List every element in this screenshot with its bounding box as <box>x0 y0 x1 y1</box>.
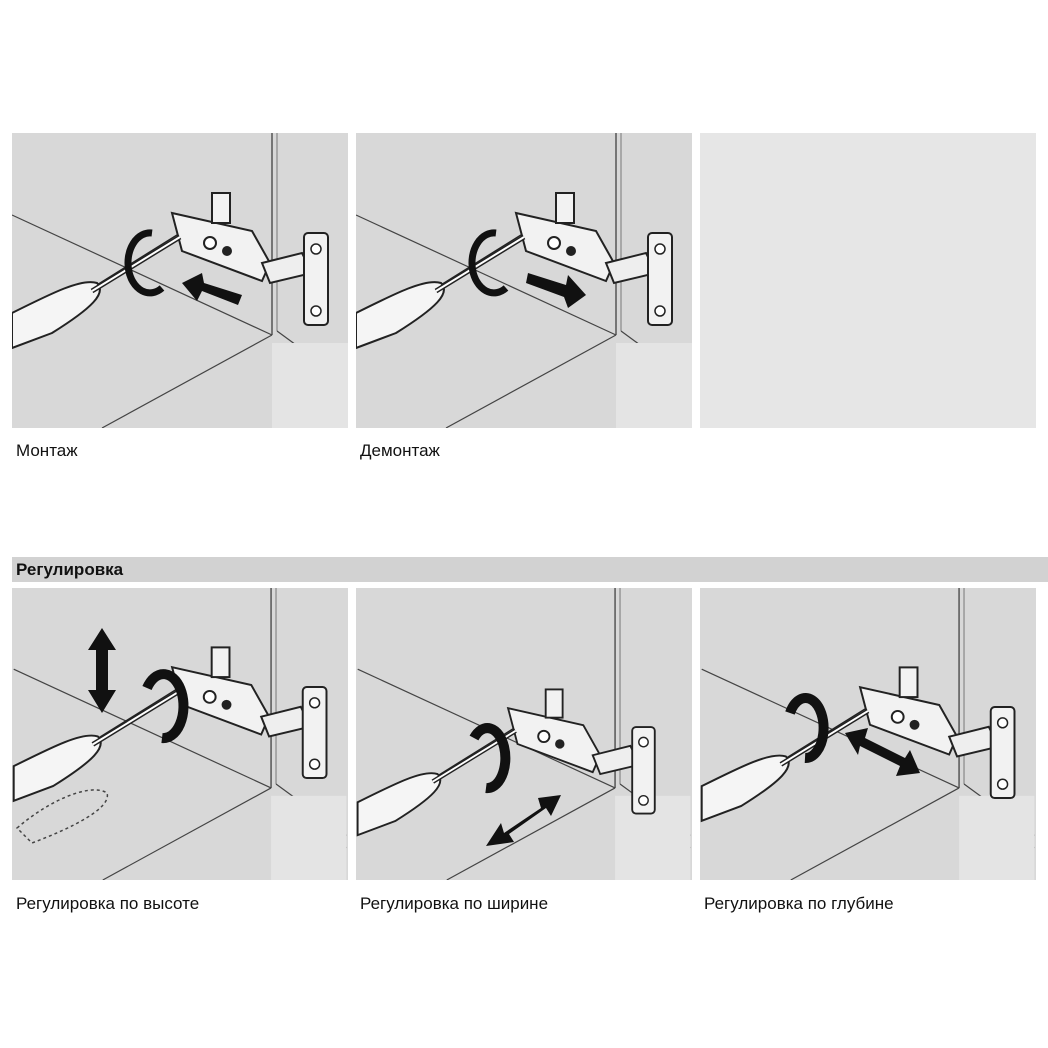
width-arrow-icon <box>486 795 561 846</box>
rotate-arrow-icon <box>469 723 511 794</box>
caption-uninstall: Демонтаж <box>360 441 440 460</box>
empty-panel <box>700 133 1036 428</box>
push-arrow-icon <box>182 273 242 305</box>
section-title: Регулировка <box>16 560 124 579</box>
install-panel <box>12 133 348 428</box>
depth-arrow-icon <box>845 728 920 776</box>
rotate-arrow-icon <box>142 669 189 744</box>
depth-adjust-panel <box>700 588 1036 880</box>
pull-arrow-icon <box>526 273 586 308</box>
section-header: Регулировка <box>12 557 1048 582</box>
rotate-arrow-icon <box>124 229 165 297</box>
rotate-arrow-icon <box>468 229 509 297</box>
rotate-arrow-icon <box>785 693 829 763</box>
hinge-mounting-illustration <box>12 133 348 428</box>
vertical-arrow-icon <box>88 628 116 713</box>
caption-height: Регулировка по высоте <box>16 894 200 913</box>
height-adjust-panel <box>12 588 348 880</box>
depth-adjustment-illustration <box>700 588 1036 880</box>
width-adjust-panel <box>356 588 692 880</box>
height-adjustment-illustration <box>12 588 348 880</box>
caption-install: Монтаж <box>16 441 78 460</box>
caption-depth: Регулировка по глубине <box>704 894 894 913</box>
uninstall-panel <box>356 133 692 428</box>
hinge-removal-illustration <box>356 133 692 428</box>
width-adjustment-illustration <box>356 588 692 880</box>
caption-width: Регулировка по ширине <box>360 894 549 913</box>
